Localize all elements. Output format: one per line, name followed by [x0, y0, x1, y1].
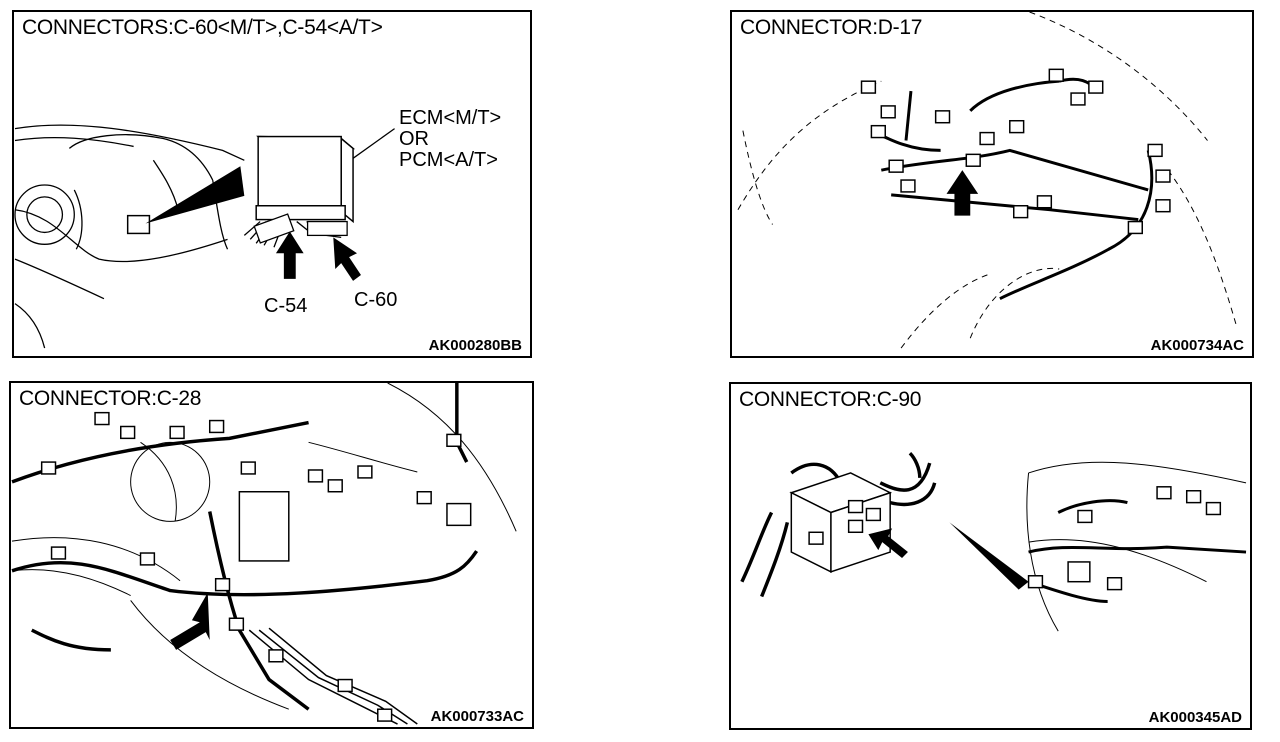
panel-connector-d17: CONNECTOR:D-17	[730, 10, 1254, 358]
panel-title: CONNECTOR:C-90	[737, 388, 924, 412]
figure-code: AK000734AC	[1148, 337, 1246, 354]
panel-connector-c90: CONNECTOR:C-90	[729, 382, 1252, 730]
dash-harness-illustration	[11, 383, 517, 725]
c54-label: C-54	[264, 295, 308, 317]
ecm-location-illustration	[14, 124, 395, 349]
pcm-label: PCM<A/T>	[399, 149, 498, 171]
panel-connectors-c60-c54: CONNECTORS:C-60<M/T>,C-54<A/T>	[12, 10, 532, 358]
panel-title: CONNECTORS:C-60<M/T>,C-54<A/T>	[20, 16, 385, 40]
figure-code: AK000733AC	[428, 708, 526, 725]
c60-label: C-60	[354, 289, 398, 311]
ecm-label: ECM<M/T>	[399, 107, 502, 129]
panel-connector-c28: CONNECTOR:C-28	[9, 381, 534, 729]
figure-code: AK000345AD	[1146, 709, 1244, 726]
connector-detail-illustration	[740, 451, 1247, 632]
figure-code: AK000280BB	[426, 337, 524, 354]
panel-title: CONNECTOR:D-17	[738, 16, 925, 40]
panel-title: CONNECTOR:C-28	[17, 387, 204, 411]
or-label: OR	[399, 128, 429, 150]
engine-compartment-illustration	[737, 12, 1238, 349]
